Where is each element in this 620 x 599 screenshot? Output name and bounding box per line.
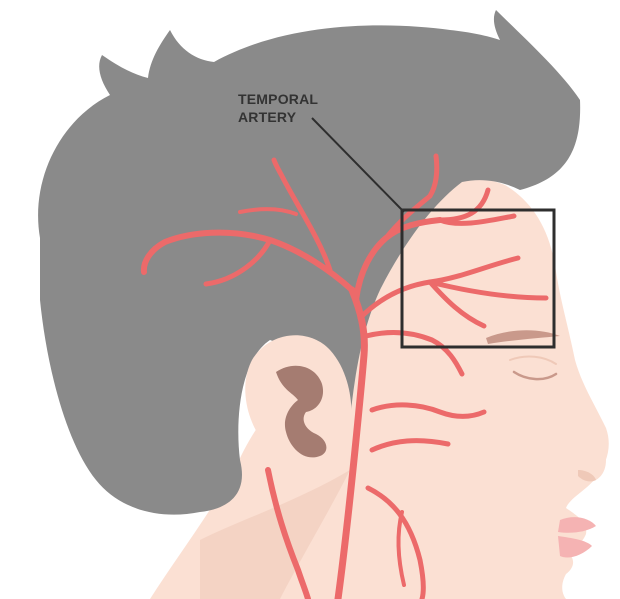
label-line-2: ARTERY xyxy=(238,109,297,125)
label-line-1: TEMPORAL xyxy=(238,91,318,107)
upper-lip xyxy=(558,517,596,533)
lower-lip xyxy=(558,536,592,558)
